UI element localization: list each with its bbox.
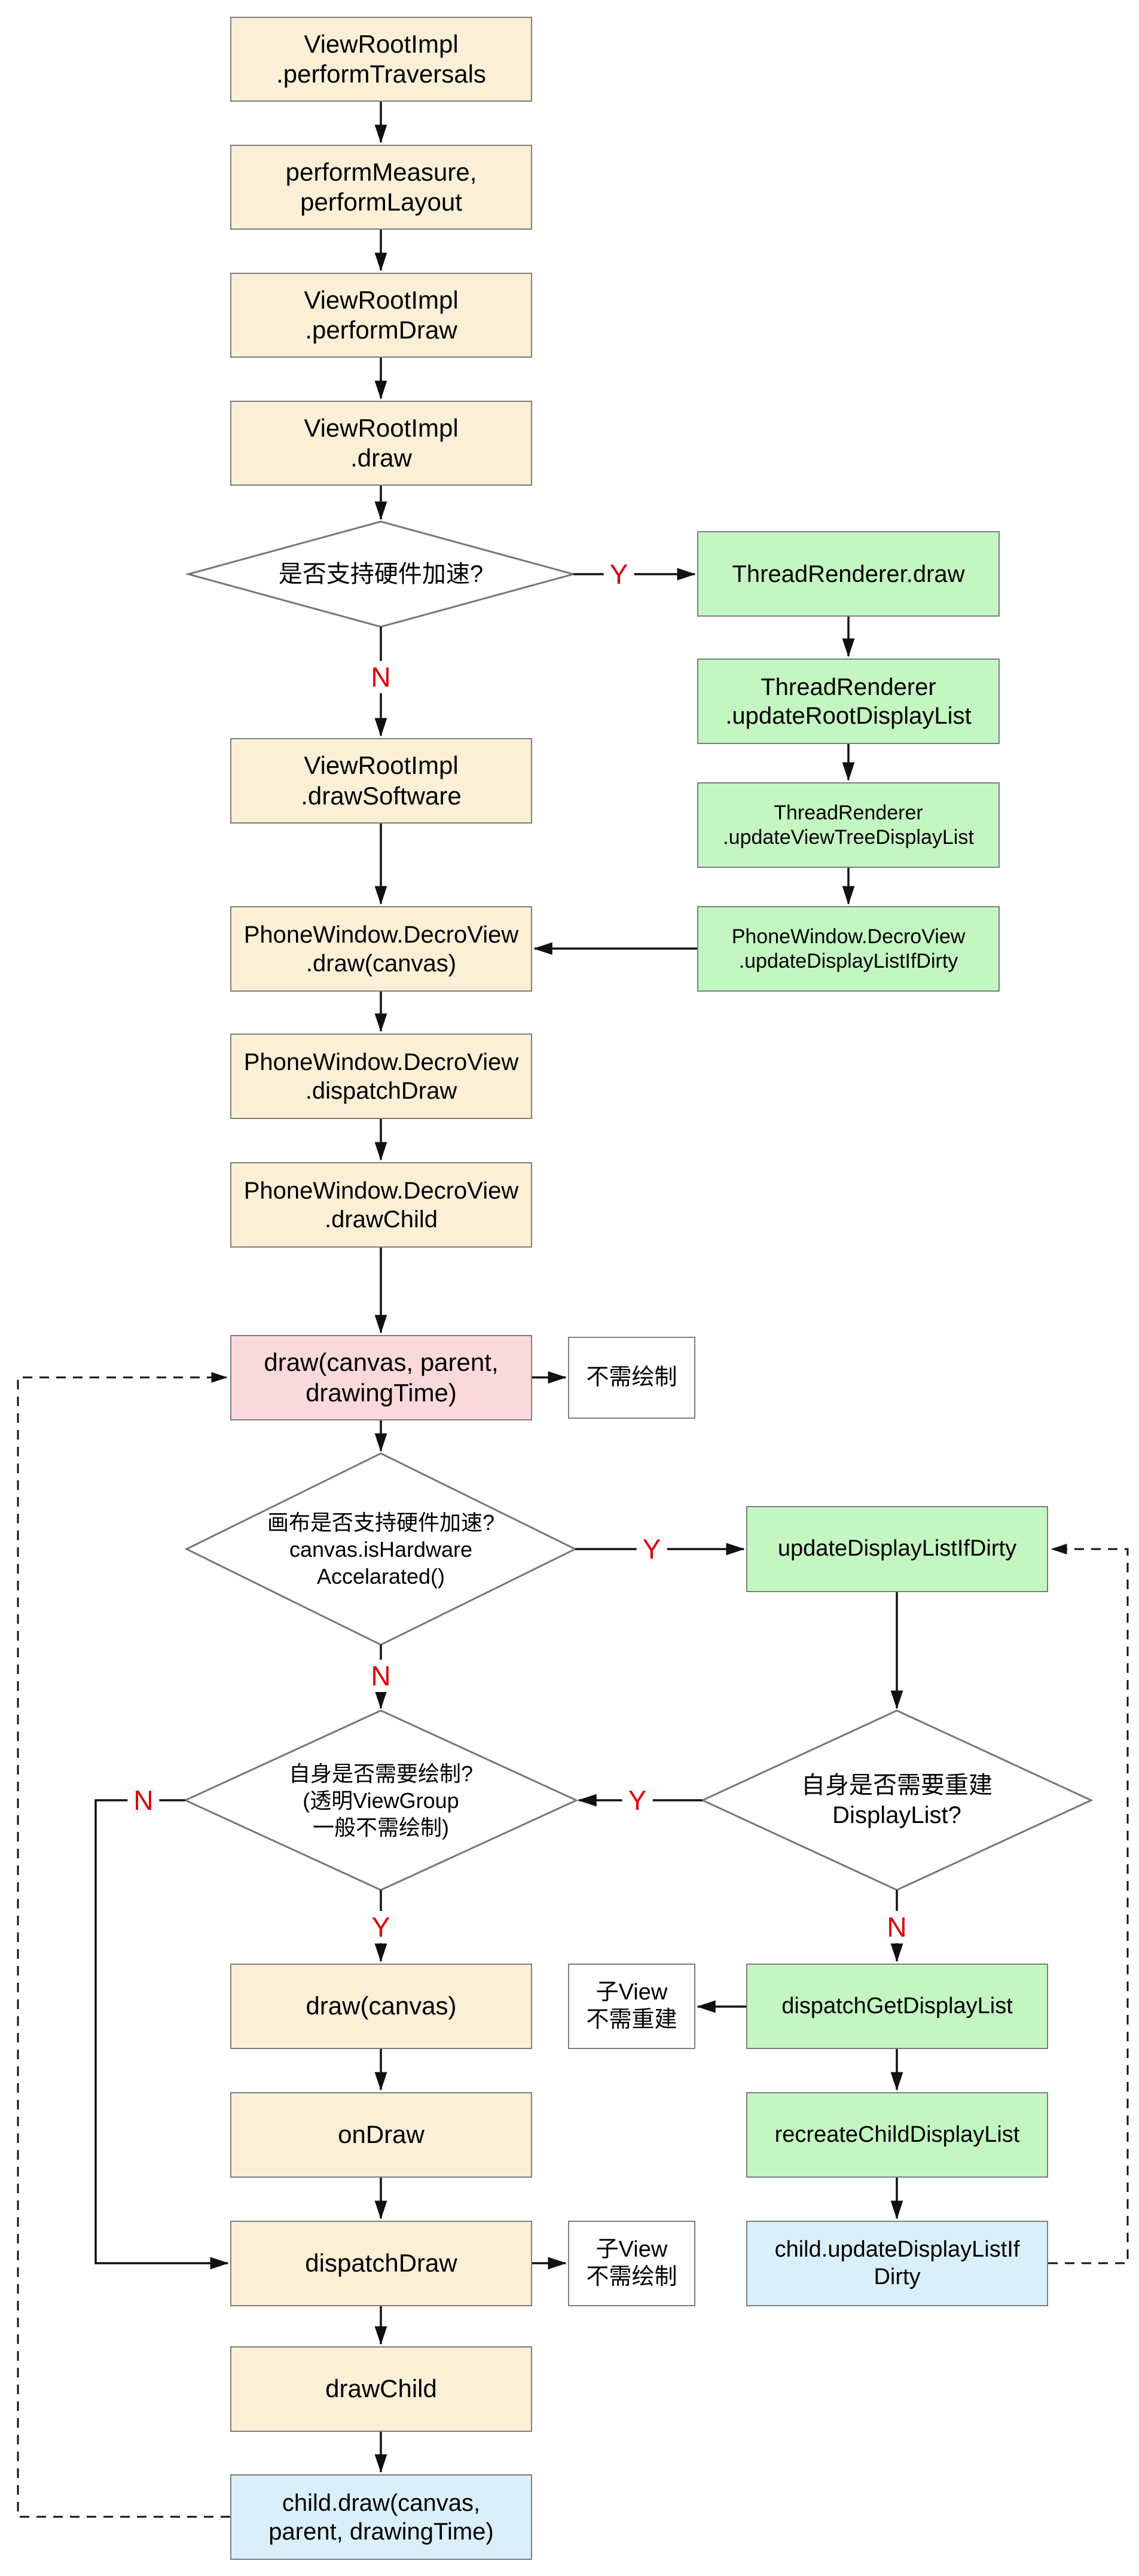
decision-need-draw-self: 自身是否需要绘制? (透明ViewGroup 一般不需绘制) — [288, 1761, 474, 1840]
edge-childdraw-recursion — [17, 1372, 230, 2518]
node-child-draw: child.draw(canvas, parent, drawingTime) — [230, 2474, 532, 2560]
node-decorview-update-display-list-if-dirty: PhoneWindow.DecroView .updateDisplayList… — [697, 906, 1000, 992]
node-decorview-dispatch-draw: PhoneWindow.DecroView .dispatchDraw — [230, 1034, 532, 1119]
node-draw-software: ViewRootImpl .drawSoftware — [230, 738, 532, 824]
node-update-view-tree-display-list: ThreadRenderer .updateViewTreeDisplayLis… — [697, 782, 1000, 868]
edge-decision3-no — [94, 1799, 229, 2270]
decision-need-draw-self-shape — [183, 1709, 579, 1891]
node-child-view-no-draw: 子View 不需绘制 — [568, 2221, 695, 2306]
decision-hw-accel: 是否支持硬件加速? — [278, 561, 484, 587]
node-dispatch-get-display-list: dispatchGetDisplayList — [746, 1964, 1048, 2049]
node-perform-traversals: ViewRootImpl .performTraversals — [230, 17, 532, 102]
node-child-view-no-rebuild: 子View 不需重建 — [568, 1964, 695, 2049]
label-decision1-no: N — [365, 661, 397, 693]
label-decision2-no: N — [365, 1660, 397, 1692]
node-update-display-list-if-dirty: updateDisplayListIfDirty — [746, 1506, 1048, 1592]
label-decision4-no: N — [881, 1911, 913, 1943]
decision-canvas-hw: 画布是否支持硬件加速? canvas.isHardware Accelarate… — [267, 1510, 495, 1589]
node-decorview-draw-canvas: PhoneWindow.DecroView .draw(canvas) — [230, 906, 532, 992]
node-update-root-display-list: ThreadRenderer .updateRootDisplayList — [697, 659, 1000, 744]
node-draw-child: drawChild — [230, 2346, 532, 2432]
node-child-update-display-list-if-dirty: child.updateDisplayListIf Dirty — [746, 2221, 1048, 2306]
edge-childupdate-recursion — [1048, 1544, 1129, 2264]
decision-need-rebuild-shape — [700, 1709, 1094, 1891]
node-thread-renderer-draw: ThreadRenderer.draw — [697, 531, 1000, 617]
node-draw-canvas-parent-time: draw(canvas, parent, drawingTime) — [230, 1335, 532, 1420]
node-dispatch-draw: dispatchDraw — [230, 2221, 532, 2306]
node-perform-measure-layout: performMeasure, performLayout — [230, 145, 532, 230]
node-no-need-draw: 不需绘制 — [568, 1337, 695, 1419]
label-decision4-yes: Y — [622, 1784, 653, 1816]
label-decision3-no: N — [127, 1784, 160, 1816]
label-decision1-yes: Y — [603, 558, 634, 590]
label-decision3-yes: Y — [365, 1911, 396, 1943]
node-on-draw: onDraw — [230, 2092, 532, 2178]
node-draw-canvas: draw(canvas) — [230, 1964, 532, 2049]
node-decorview-draw-child: PhoneWindow.DecroView .drawChild — [230, 1162, 532, 1248]
decision-need-rebuild: 自身是否需要重建 DisplayList? — [801, 1772, 993, 1828]
node-recreate-child-display-list: recreateChildDisplayList — [746, 2092, 1048, 2178]
node-perform-draw: ViewRootImpl .performDraw — [230, 273, 532, 358]
label-decision2-yes: Y — [636, 1533, 667, 1565]
node-viewrootimpl-draw: ViewRootImpl .draw — [230, 401, 532, 486]
